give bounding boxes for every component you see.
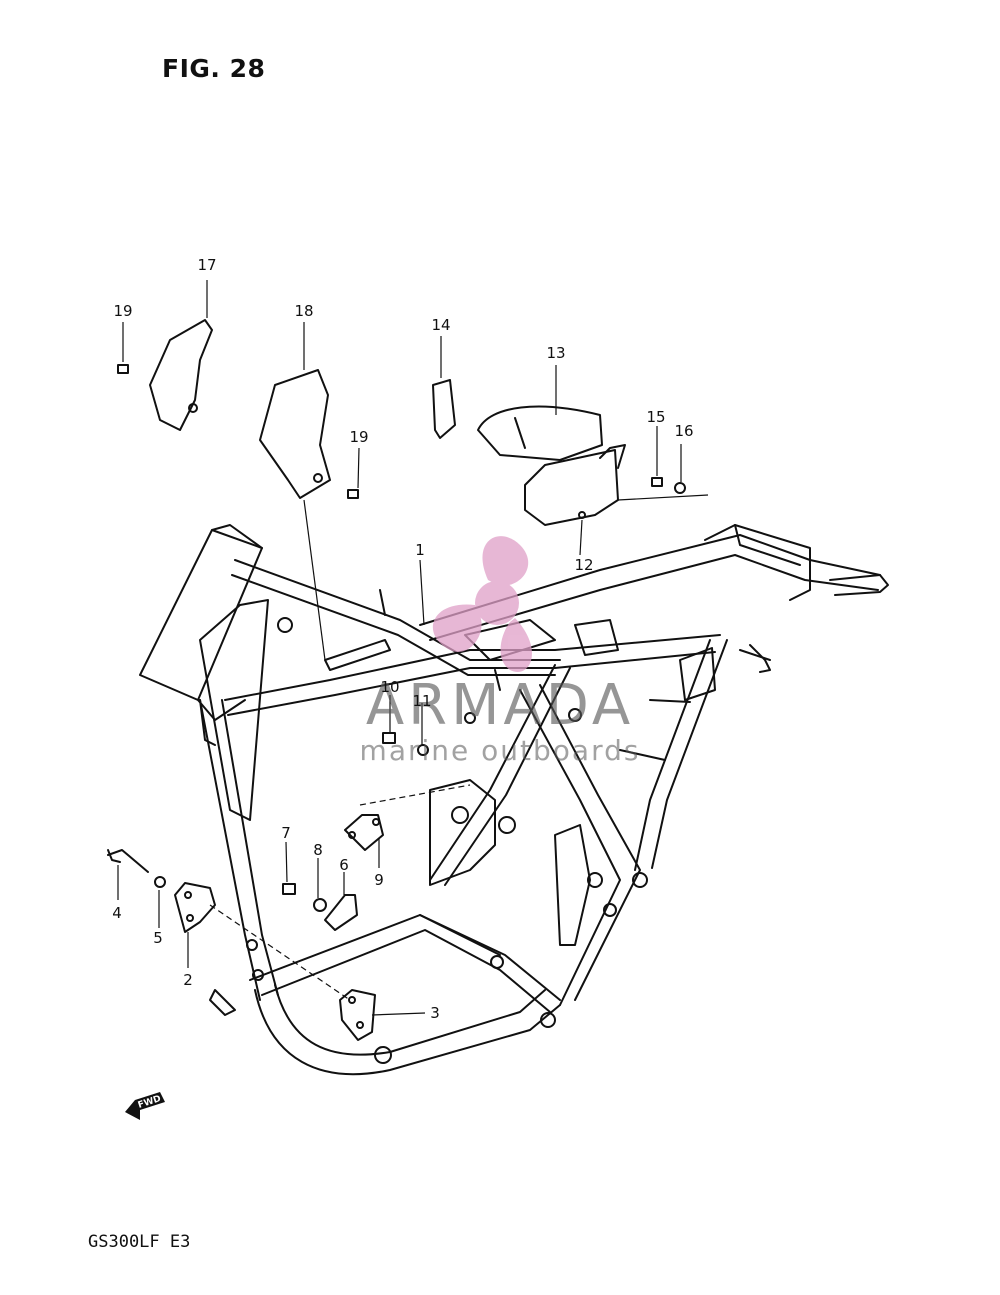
callout-19a: 19 <box>113 302 132 320</box>
leader-lines <box>117 280 709 1016</box>
engine-brackets <box>174 814 384 1041</box>
callout-8: 8 <box>313 841 323 859</box>
callout-5: 5 <box>153 929 163 947</box>
callout-7: 7 <box>281 824 291 842</box>
part-14-strap <box>432 379 456 439</box>
seat-rail <box>704 524 889 673</box>
frame-gussets <box>199 599 716 1064</box>
watermark-brand: ARMADA <box>366 673 634 738</box>
callout-6: 6 <box>339 856 349 874</box>
callout-15: 15 <box>646 408 665 426</box>
frame-main-tubes <box>199 534 881 1076</box>
armada-logo <box>432 536 532 672</box>
part-13-cover <box>477 405 603 461</box>
part-12-holder <box>524 444 626 526</box>
callout-13: 13 <box>546 344 565 362</box>
callout-2: 2 <box>183 971 193 989</box>
callout-10: 10 <box>380 678 399 696</box>
callout-11: 11 <box>412 692 431 710</box>
watermark-tagline: marine outboards <box>360 734 641 767</box>
model-code: GS300LF E3 <box>88 1232 191 1252</box>
callout-14: 14 <box>431 316 450 334</box>
callout-17: 17 <box>197 256 216 274</box>
callout-12: 12 <box>574 556 593 574</box>
callout-18: 18 <box>294 302 313 320</box>
callout-1: 1 <box>415 541 425 559</box>
callout-19b: 19 <box>349 428 368 446</box>
forward-label: FWD <box>137 1094 162 1111</box>
fasteners <box>107 364 686 912</box>
callout-4: 4 <box>112 904 122 922</box>
part-18-cover <box>259 369 331 499</box>
forward-arrow-icon: FWD <box>125 1092 165 1120</box>
callout-3: 3 <box>430 1004 440 1022</box>
figure-title: FIG. 28 <box>162 54 266 83</box>
callout-9: 9 <box>374 871 384 889</box>
callout-16: 16 <box>674 422 693 440</box>
part-17-cover <box>149 319 213 431</box>
